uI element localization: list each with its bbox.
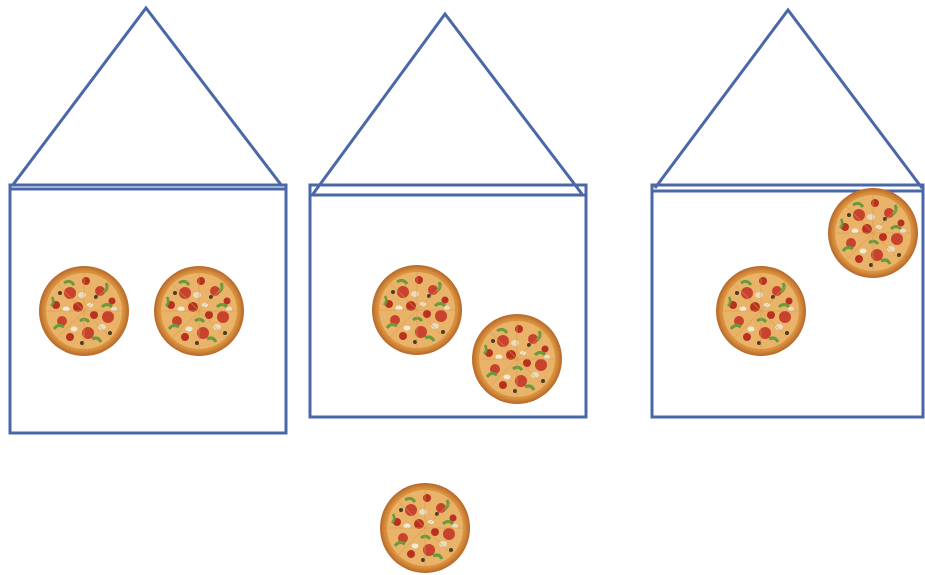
pizza-icon [39, 266, 129, 356]
house-2-roof [313, 14, 582, 194]
house-1 [10, 8, 286, 433]
house-1-roof [12, 8, 282, 186]
pizza-icon [154, 266, 244, 356]
pizza-icon [828, 188, 918, 278]
pizza-icon [372, 265, 462, 355]
house-3-roof [655, 10, 922, 188]
pizza-icon [380, 483, 470, 573]
pizza-icon [472, 314, 562, 404]
pizza-icon [716, 266, 806, 356]
